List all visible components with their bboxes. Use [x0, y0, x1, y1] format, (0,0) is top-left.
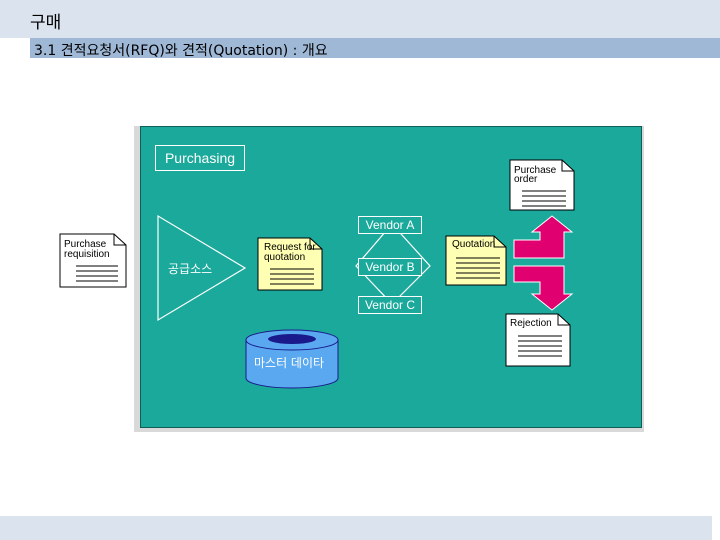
purchase-requisition-lines [76, 265, 118, 282]
vendor-b-label: Vendor B [358, 258, 422, 276]
vendor-a-label: Vendor A [358, 216, 422, 234]
purchase-order-line2: order [514, 174, 538, 185]
supply-source-triangle: 공급소스 [157, 214, 247, 322]
quotation-doc: Quotation [445, 235, 507, 286]
purchasing-label: Purchasing [155, 145, 245, 171]
purchase-order-lines [522, 190, 566, 207]
rfq-doc: Request for quotation [257, 237, 323, 291]
footer-band [0, 516, 712, 540]
purchase-requisition-line2: requisition [64, 249, 110, 260]
page-title: 구매 [30, 13, 62, 33]
rejection-lines [518, 335, 562, 357]
rfq-line2: quotation [264, 252, 305, 263]
purchase-order-line1: Purchase [514, 165, 557, 176]
arrow-to-rejection [513, 265, 574, 311]
rfq-line1: Request for [264, 242, 316, 253]
header-band [0, 0, 720, 38]
quotation-line1: Quotation [452, 239, 495, 250]
purchase-order-doc: Purchase order [509, 159, 575, 211]
arrow-to-purchase-order [513, 215, 574, 259]
purchase-requisition-line1: Purchase [64, 239, 107, 250]
purchase-requisition-doc: Purchase requisition [59, 233, 127, 288]
vendor-c-label: Vendor C [358, 296, 422, 314]
master-data-label: 마스터 데이타 [254, 356, 324, 370]
master-data-database: 마스터 데이타 [245, 329, 339, 389]
rejection-line1: Rejection [510, 318, 552, 329]
supply-source-label: 공급소스 [168, 262, 212, 276]
quotation-lines [456, 257, 500, 279]
subtitle-bar: 3.1 견적요청서(RFQ)와 견적(Quotation) : 개요 [30, 38, 720, 59]
rejection-doc: Rejection [505, 313, 571, 367]
rfq-lines [270, 268, 314, 285]
subtitle-text: 3.1 견적요청서(RFQ)와 견적(Quotation) : 개요 [34, 43, 328, 59]
